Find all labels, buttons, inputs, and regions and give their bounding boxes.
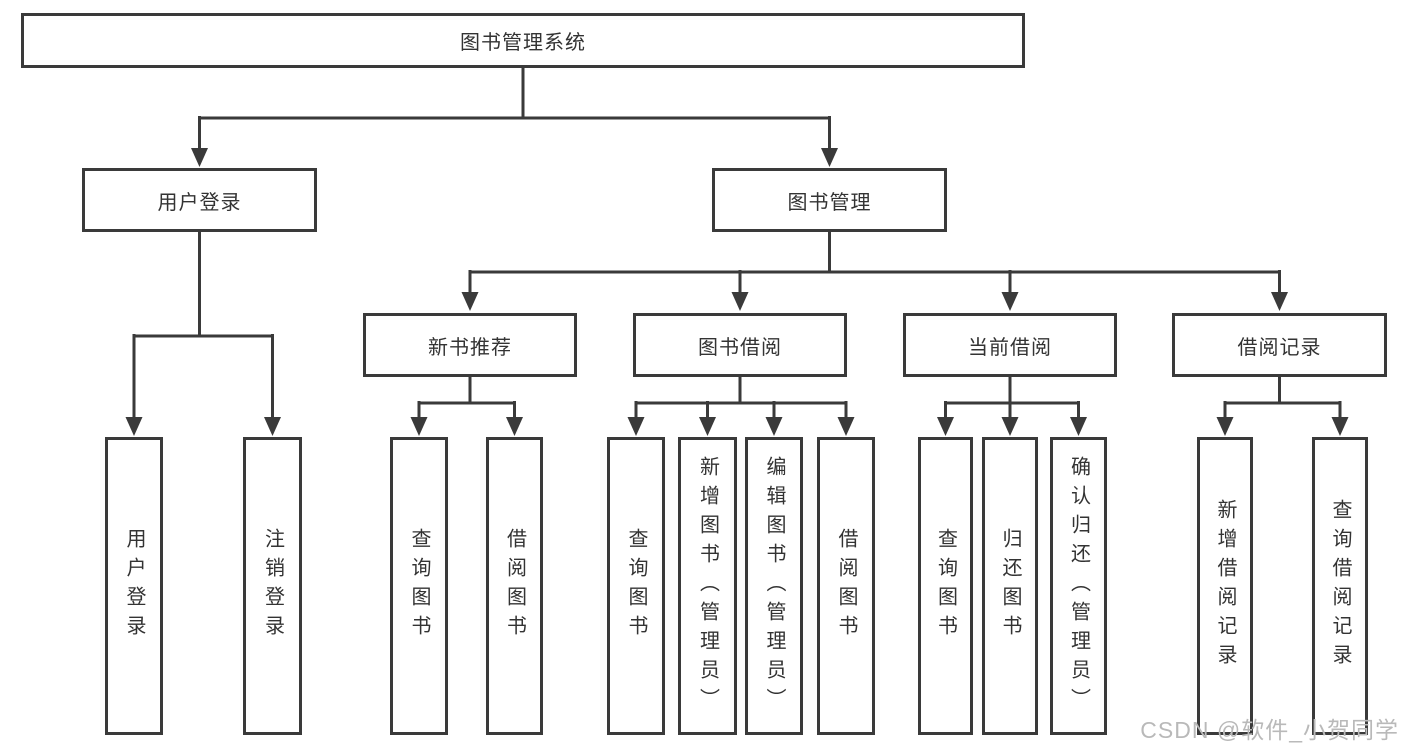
watermark: CSDN @软件_小贺同学	[1140, 717, 1399, 743]
leaf-logout: 注销登录	[243, 437, 302, 735]
node-library-management-system: 图书管理系统	[21, 13, 1025, 68]
node-user-login: 用户登录	[82, 168, 317, 232]
leaf-query-books-current: 查询图书	[918, 437, 973, 735]
leaf-confirm-return-admin: 确认归还（管理员）	[1050, 437, 1107, 735]
arrowheads	[125, 148, 1349, 436]
leaf-add-borrow-record: 新增借阅记录	[1197, 437, 1253, 735]
leaf-query-books-borrow: 查询图书	[607, 437, 665, 735]
leaf-borrow-books-recommend: 借阅图书	[486, 437, 543, 735]
node-borrow-records: 借阅记录	[1172, 313, 1387, 377]
leaf-query-borrow-record: 查询借阅记录	[1312, 437, 1368, 735]
leaf-borrow-books: 借阅图书	[817, 437, 875, 735]
leaf-user-login: 用户登录	[105, 437, 163, 735]
leaf-add-books-admin: 新增图书（管理员）	[678, 437, 737, 735]
node-current-borrow: 当前借阅	[903, 313, 1117, 377]
leaf-edit-books-admin: 编辑图书（管理员）	[745, 437, 803, 735]
leaf-query-books-recommend: 查询图书	[390, 437, 448, 735]
leaf-return-books: 归还图书	[982, 437, 1038, 735]
node-book-management: 图书管理	[712, 168, 947, 232]
node-book-borrow: 图书借阅	[633, 313, 847, 377]
node-new-book-recommend: 新书推荐	[363, 313, 577, 377]
